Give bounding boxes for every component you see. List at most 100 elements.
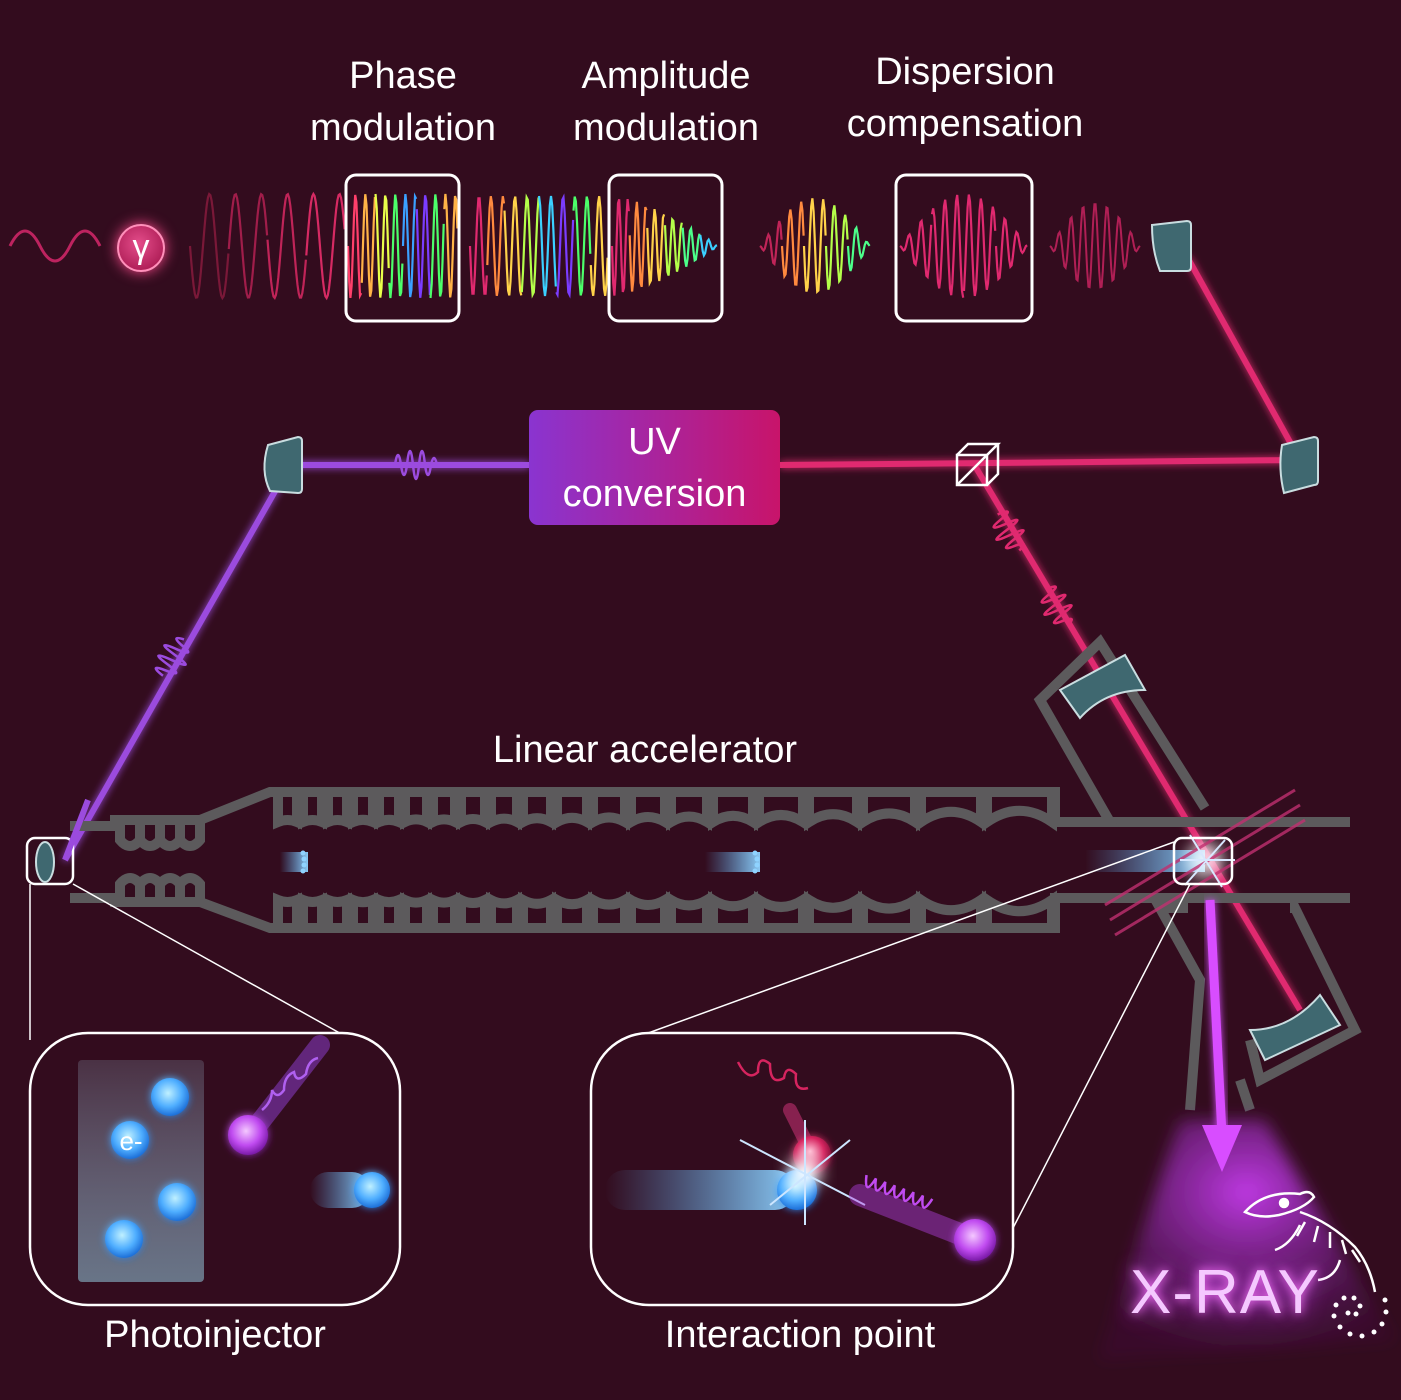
pulse-wave-segment	[759, 220, 783, 267]
mirror-left	[263, 435, 303, 495]
pulse-train	[188, 191, 1141, 301]
pulse-wave-segment	[520, 193, 540, 299]
cavity-cell	[456, 891, 490, 924]
xray-photon-ball	[954, 1219, 996, 1261]
pulse-wave-segment	[468, 197, 488, 295]
pulse-wave-segment	[572, 196, 592, 296]
cavity-cell	[858, 796, 920, 832]
cavity-cell	[666, 891, 712, 924]
pulse-wave-segment	[360, 194, 376, 297]
zoom-lines	[29, 841, 1191, 1231]
amplitude-label-line2: modulation	[573, 107, 759, 149]
chameleon-tail-icon	[1331, 1295, 1389, 1339]
pulse-wave-segment	[899, 218, 933, 280]
phase-modulation-label: Phase modulation	[298, 50, 508, 154]
pulse-wave-segment	[537, 195, 557, 297]
pulse-wave-segment	[486, 196, 506, 296]
pulse-wave-segment	[994, 216, 1028, 282]
cavity-cell	[588, 891, 630, 924]
cavity-cell	[916, 890, 986, 924]
cavity-cell	[754, 890, 808, 924]
pulse-wave-segment	[589, 196, 609, 296]
curved-mirror-lower	[1248, 993, 1342, 1062]
uv-pulse-diagonal	[154, 636, 190, 677]
cavity-cell	[518, 891, 556, 924]
emitted-electron	[354, 1172, 390, 1208]
pulse-wave-segment	[503, 196, 523, 296]
electron-ball	[151, 1078, 189, 1116]
dispersion-label-line2: compensation	[846, 103, 1084, 145]
cavity-cell	[348, 892, 378, 924]
pulse-wave-segment	[824, 205, 849, 290]
accelerator-cavities	[115, 796, 1057, 924]
pulse-wave-segment	[846, 225, 871, 272]
cavity-cell	[323, 892, 352, 924]
electron-ball	[111, 1121, 149, 1159]
pulse-wave-segment	[802, 198, 827, 294]
ir-pulse-diagonal-2	[1040, 585, 1073, 627]
cavity-cell	[552, 796, 592, 831]
pulse-wave-segment	[930, 194, 965, 298]
linear-accelerator-label: Linear accelerator	[492, 729, 798, 771]
pulse-wave-segment	[443, 193, 459, 298]
pulse-wave-segment	[401, 192, 418, 298]
pulse-wave-segment	[663, 216, 683, 276]
cavity-cell	[708, 891, 758, 924]
cavity-cell	[428, 892, 460, 924]
uv-photon-ball	[228, 1115, 268, 1155]
pulse-wave-segment	[374, 193, 390, 298]
pulse-wave-segment	[266, 192, 307, 300]
cavity-cell	[273, 892, 302, 924]
cavity-cell	[374, 892, 404, 924]
cavity-cell	[175, 873, 205, 902]
cavity-cell	[626, 891, 670, 924]
electron-label: e-	[119, 1126, 143, 1156]
pulse-wave-segment	[628, 201, 648, 292]
gamma-symbol-icon: γ	[117, 224, 165, 272]
amplitude-modulation-label: Amplitude modulation	[560, 50, 772, 154]
cavity-cell	[298, 892, 327, 924]
phase-modulation-box	[344, 173, 461, 323]
pulse-wave-segment	[388, 194, 404, 299]
electron-ball	[105, 1220, 143, 1258]
mirror-top-right	[1150, 219, 1192, 272]
chameleon-skeleton-icon	[1242, 1190, 1377, 1293]
cavity-cell	[982, 890, 1057, 924]
xray-beam	[1098, 899, 1395, 1360]
cavity-cell	[323, 796, 352, 830]
pulse-wave-segment	[1079, 203, 1111, 289]
electron-bunch-1	[280, 850, 308, 874]
cavity-cell	[552, 891, 592, 924]
interaction-chamber	[1033, 634, 1362, 1112]
amplitude-label-line1: Amplitude	[581, 55, 751, 97]
pulse-wave-segment	[305, 191, 346, 301]
amplitude-modulation-box	[607, 173, 724, 323]
cavity-cell	[374, 796, 404, 830]
collision-flash	[1104, 788, 1306, 937]
pulse-wave-segment	[429, 194, 445, 299]
pulse-wave-segment	[188, 192, 230, 301]
phase-label-line1: Phase	[349, 55, 457, 97]
cavity-cell	[400, 892, 432, 924]
electron-bunch-2	[705, 850, 760, 874]
pulse-wave-segment	[555, 193, 575, 299]
cavity-cell	[804, 796, 862, 832]
beam-splitter-cube	[955, 442, 1002, 487]
cavity-cell	[804, 890, 862, 924]
cavity-cell	[456, 796, 490, 831]
cavity-cell	[982, 796, 1057, 832]
interaction-point-label: Interaction point	[664, 1314, 936, 1356]
cavity-cell	[708, 796, 758, 831]
cavity-cell	[916, 796, 986, 832]
cavity-cell	[754, 796, 808, 832]
uv-conversion-box: UV conversion	[529, 410, 780, 525]
pulse-wave-segment	[962, 194, 997, 297]
cavity-cell	[486, 796, 522, 831]
dispersion-compensation-box	[894, 173, 1034, 323]
cavity-cell	[428, 796, 460, 830]
pulse-wave-segment	[1049, 215, 1081, 283]
pulse-wave-segment	[227, 192, 269, 299]
uv-pulse-top	[393, 449, 439, 481]
pulse-wave-segment	[415, 195, 431, 298]
